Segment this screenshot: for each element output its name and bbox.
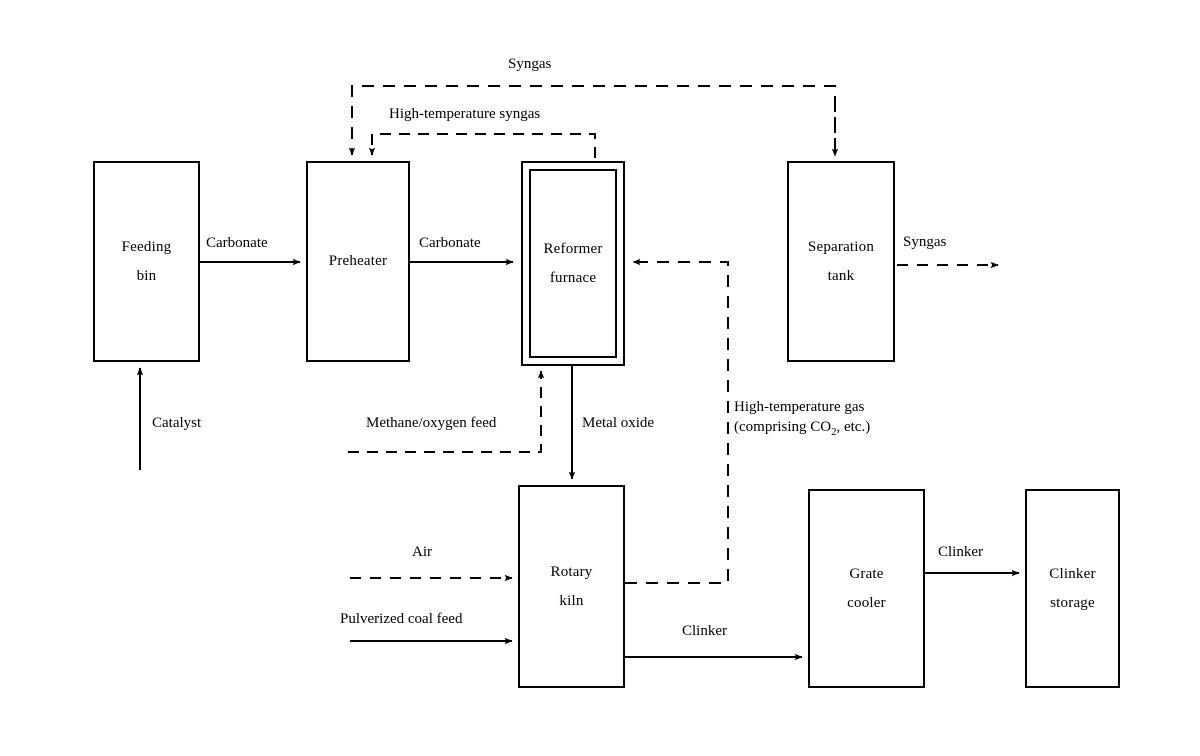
edge-label-clinker-1: Clinker: [682, 623, 727, 639]
node-label-line1: Preheater: [328, 253, 388, 270]
edge-label-metal-oxide: Metal oxide: [582, 415, 655, 431]
edge-methane-oxygen-feed: [348, 370, 545, 453]
edge-label-clinker-2: Clinker: [938, 544, 983, 560]
node-grate-cooler[interactable]: Grate cooler: [808, 489, 925, 688]
node-label-line1: Clinker: [1049, 566, 1096, 582]
co2-subscript: 2: [831, 425, 837, 438]
node-label-line2: cooler: [847, 594, 886, 611]
node-label-line1: Separation: [807, 239, 875, 255]
node-label-line2: kiln: [559, 592, 584, 609]
node-reformer-furnace[interactable]: Reformer furnace: [521, 161, 625, 366]
node-feeding-bin[interactable]: Feeding bin: [93, 161, 200, 362]
edge-label-methane-oxygen-feed: Methane/oxygen feed: [366, 415, 497, 431]
node-label-line2: furnace: [549, 269, 597, 286]
edge-high-temperature-syngas: [368, 133, 596, 158]
edge-label-syngas-product: Syngas: [903, 234, 947, 250]
edge-syngas-recycle: [348, 85, 836, 156]
node-label-line1: Reformer: [543, 241, 603, 257]
edge-label-high-temperature-syngas: High-temperature syngas: [389, 106, 541, 122]
node-label-line2: storage: [1050, 594, 1095, 611]
node-label-line1: Feeding: [121, 239, 172, 255]
node-label-line1: Rotary: [550, 564, 593, 580]
edge-label-syngas-recycle: Syngas: [508, 56, 552, 72]
high-temperature-gas-line2-post: , etc.): [836, 418, 871, 435]
edge-label-air: Air: [412, 544, 432, 560]
edge-label-carbonate-2: Carbonate: [419, 235, 481, 251]
node-preheater[interactable]: Preheater: [306, 161, 410, 362]
edge-label-carbonate-1: Carbonate: [206, 235, 268, 251]
node-label-line1: Grate: [849, 566, 884, 582]
edge-label-pulverized-coal-feed: Pulverized coal feed: [340, 611, 463, 627]
node-separation-tank[interactable]: Separation tank: [787, 161, 895, 362]
edge-label-catalyst: Catalyst: [152, 415, 202, 431]
node-clinker-storage[interactable]: Clinker storage: [1025, 489, 1120, 688]
node-label-line2: bin: [136, 267, 157, 284]
node-rotary-kiln[interactable]: Rotary kiln: [518, 485, 625, 688]
edge-label-high-temperature-gas: High-temperature gas (comprising CO2, et…: [734, 398, 964, 439]
edge-high-temperature-gas: [625, 258, 729, 584]
high-temperature-gas-line2: (comprising CO2, etc.): [734, 418, 871, 438]
reformer-furnace-inner-wall: Reformer furnace: [529, 169, 617, 358]
high-temperature-gas-line2-pre: (comprising CO: [734, 418, 832, 435]
node-label-line2: tank: [827, 267, 855, 284]
high-temperature-gas-line1: High-temperature gas: [734, 399, 865, 415]
